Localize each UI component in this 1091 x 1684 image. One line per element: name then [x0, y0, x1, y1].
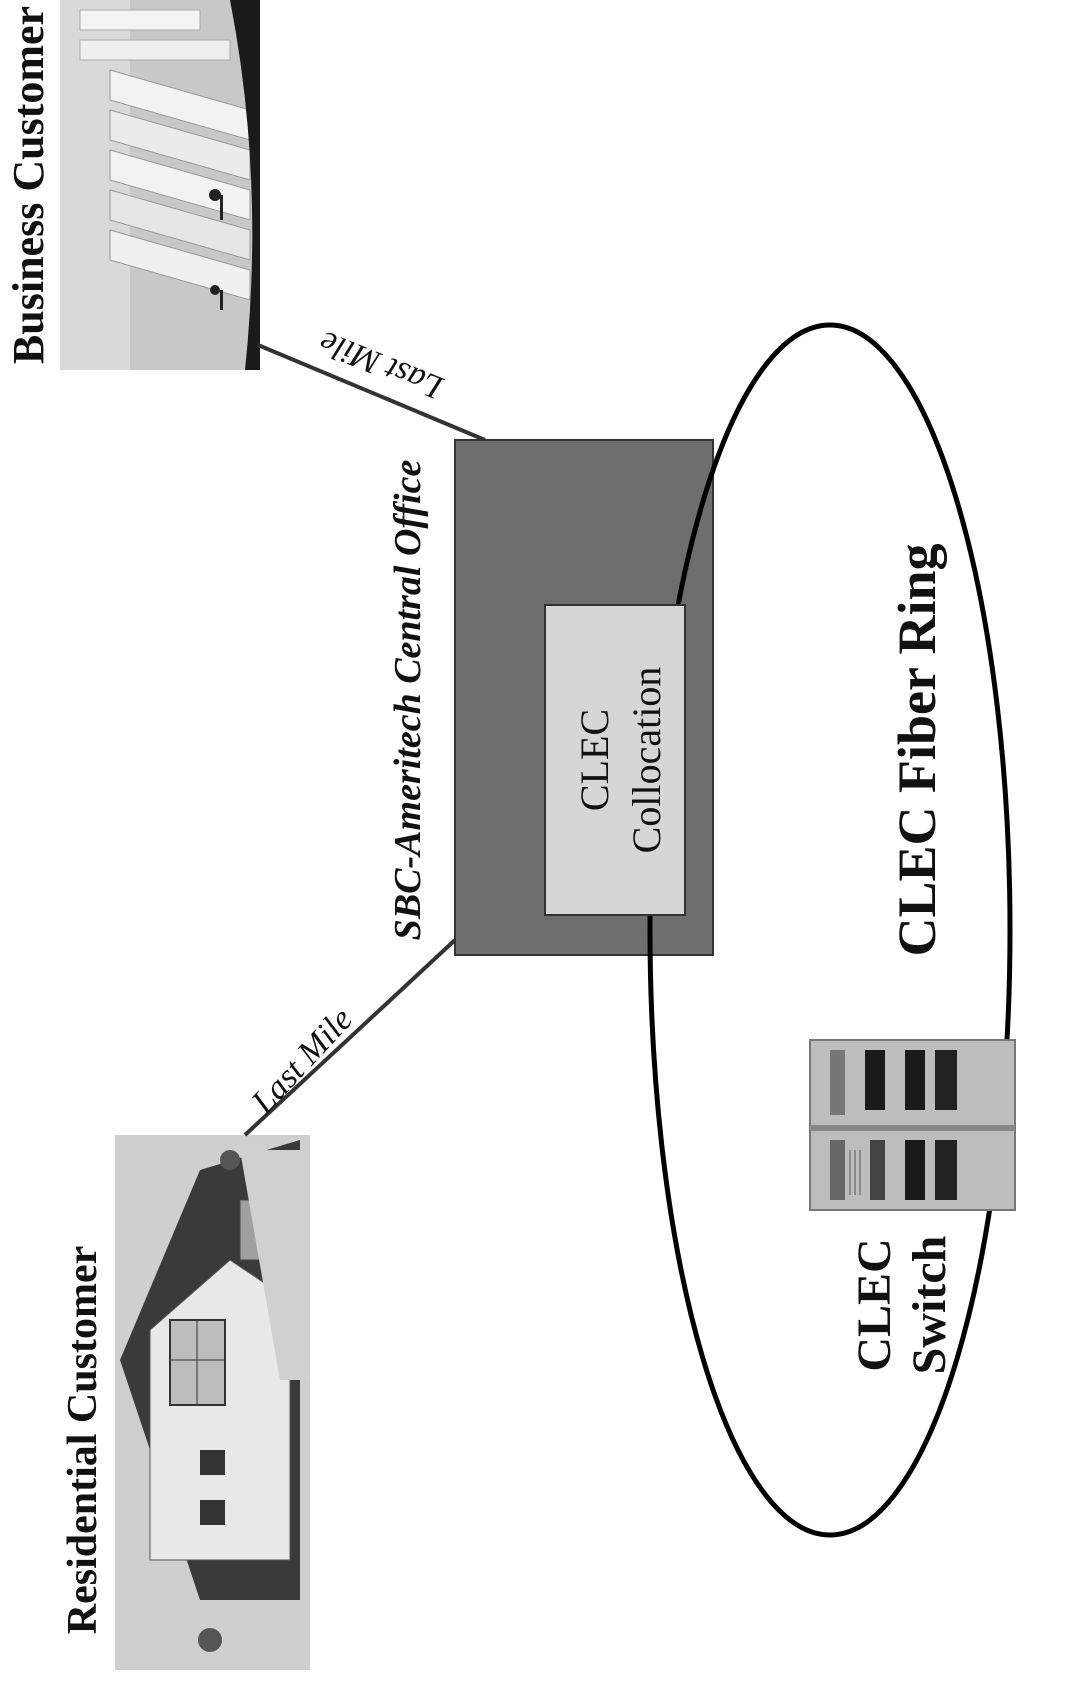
- business-customer-label: Business Customer: [4, 6, 53, 364]
- clec-switch-image: [810, 1040, 1015, 1210]
- switch-label-line1: CLEC: [848, 1238, 901, 1371]
- business-building-image: [60, 0, 260, 370]
- fiber-ring-label: CLEC Fiber Ring: [887, 543, 947, 956]
- last-mile-label-business: Last Mile: [314, 323, 449, 406]
- residential-customer-label: Residential Customer: [60, 1246, 106, 1634]
- collocation-label-line1: CLEC: [572, 709, 617, 811]
- central-office-label: SBC-Ameritech Central Office: [387, 460, 429, 941]
- switch-label-line2: Switch: [903, 1236, 956, 1375]
- last-mile-label-residential: Last Mile: [244, 1001, 360, 1122]
- residential-house-image: [115, 1135, 310, 1670]
- collocation-label-line2: Collocation: [624, 667, 669, 854]
